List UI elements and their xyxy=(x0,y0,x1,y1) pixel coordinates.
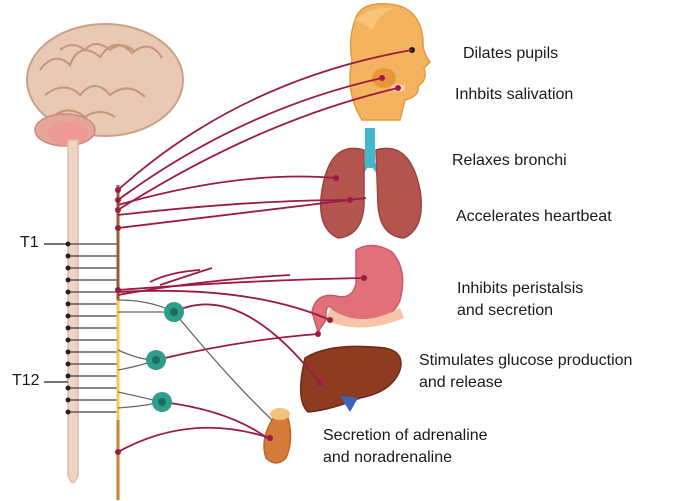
effect-label-peristalsis: Inhibits peristalsis and secretion xyxy=(457,278,583,322)
effect-label-bronchi: Relaxes bronchi xyxy=(452,150,567,172)
effect-label-adrenaline: Secretion of adrenaline and noradrenalin… xyxy=(323,425,488,469)
lungs-icon xyxy=(321,128,422,238)
preganglionic-fibers xyxy=(118,300,272,420)
ganglia xyxy=(146,302,184,412)
effect-label-pupils: Dilates pupils xyxy=(463,43,558,65)
effect-label-glucose: Stimulates glucose production and releas… xyxy=(419,350,632,394)
liver-icon xyxy=(301,346,401,412)
effect-label-peristalsis-line1: Inhibits peristalsis xyxy=(457,278,583,300)
effect-label-adrenaline-line2: and noradrenaline xyxy=(323,447,488,469)
effect-label-glucose-line2: and release xyxy=(419,372,632,394)
effect-label-peristalsis-line2: and secretion xyxy=(457,300,583,322)
spinal-cord xyxy=(68,140,78,483)
effect-label-adrenaline-line1: Secretion of adrenaline xyxy=(323,425,488,447)
effect-label-salivation: Inhbits salivation xyxy=(455,84,573,106)
spinal-segment-dots xyxy=(66,242,71,415)
segment-label-t1: T1 xyxy=(20,234,39,252)
brain-icon xyxy=(27,24,183,146)
head-icon xyxy=(350,4,430,120)
effect-label-heartbeat: Accelerates heartbeat xyxy=(456,206,612,228)
segment-label-t12: T12 xyxy=(12,372,40,390)
effect-label-glucose-line1: Stimulates glucose production xyxy=(419,350,632,372)
